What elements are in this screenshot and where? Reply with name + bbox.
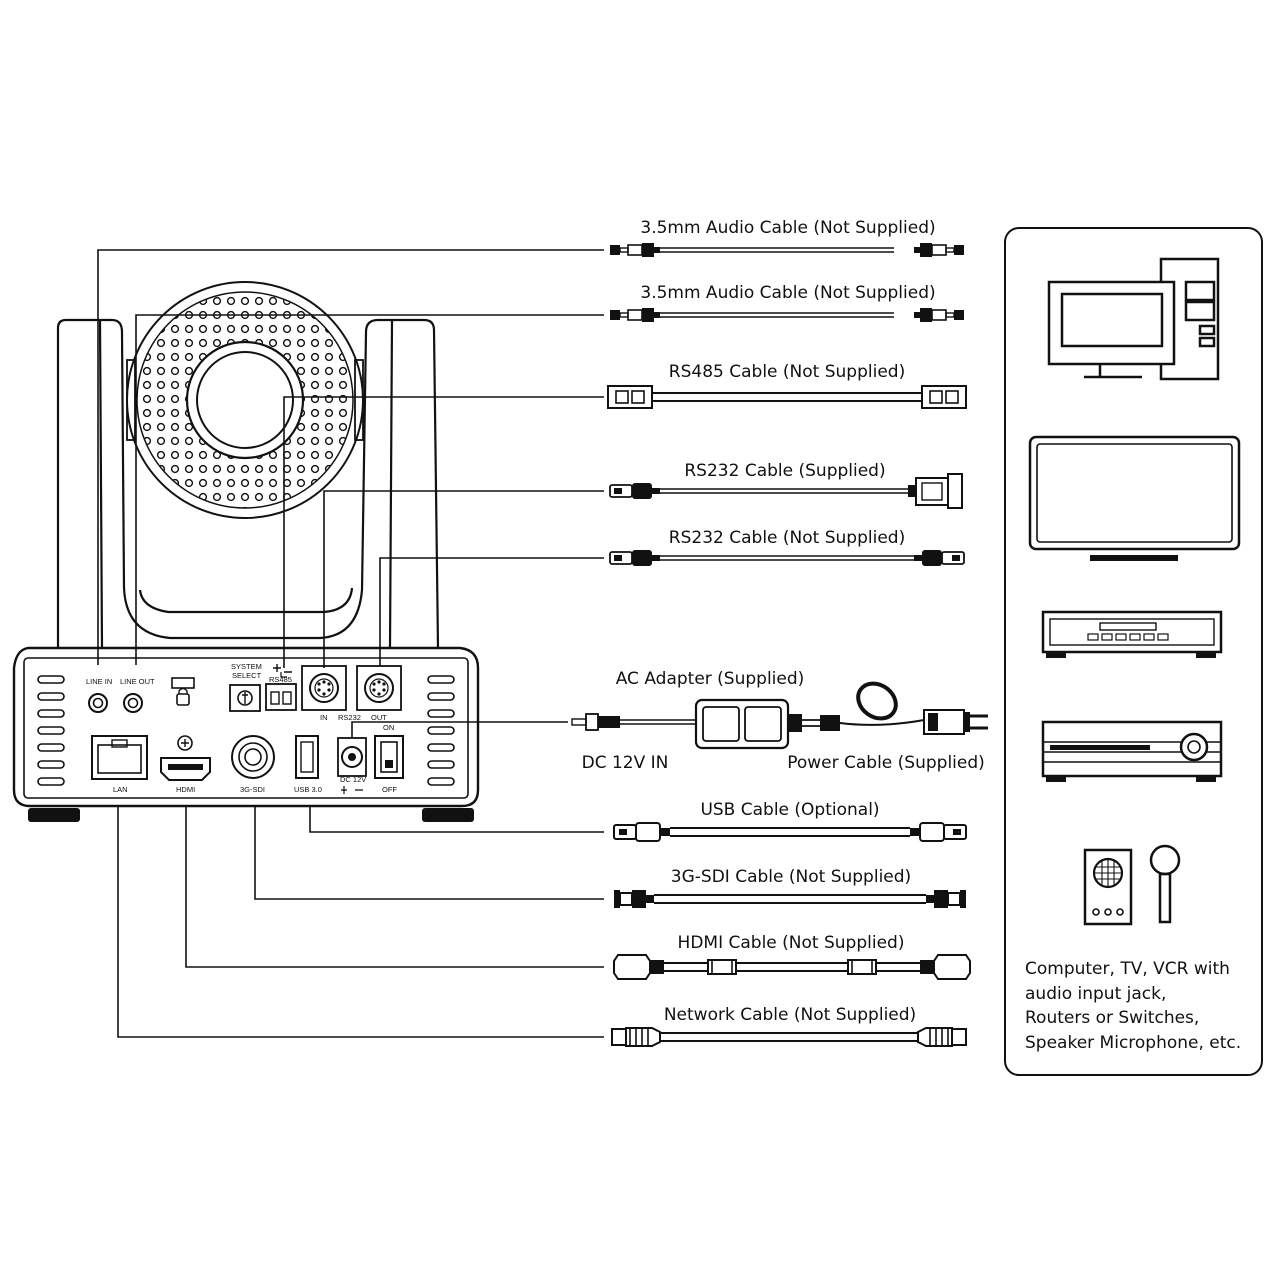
- cable-label-power-cable: Power Cable (Supplied): [787, 753, 985, 773]
- rs232-label: RS232: [338, 713, 361, 722]
- computer-icon: [1047, 257, 1220, 381]
- leader-audio-in: [97, 249, 604, 665]
- cable-rs485: [607, 385, 967, 409]
- tv-icon: [1028, 435, 1241, 561]
- camera-base: [12, 646, 480, 822]
- system-select-label-2: SELECT: [232, 671, 262, 680]
- leader-lan: [117, 806, 604, 1038]
- line-in-port: [88, 693, 108, 713]
- dc-label: DC 12V: [340, 775, 366, 784]
- cable-sdi: [613, 889, 967, 909]
- cable-label-hdmi: HDMI Cable (Not Supplied): [678, 933, 905, 953]
- cable-label-sdi: 3G-SDI Cable (Not Supplied): [671, 867, 911, 887]
- lan-label: LAN: [113, 785, 128, 794]
- leader-dc: [351, 721, 568, 737]
- sdi-label: 3G-SDI: [240, 785, 265, 794]
- rs232-out-label: OUT: [371, 713, 387, 722]
- rs232-out-port: [356, 665, 402, 711]
- cable-label-dc-in: DC 12V IN: [582, 753, 669, 773]
- cable-ac-adapter: [571, 681, 988, 750]
- sdi-port: [231, 735, 275, 779]
- rs485-port: [265, 664, 297, 711]
- cable-label-usb: USB Cable (Optional): [700, 800, 879, 820]
- line-out-port: [123, 693, 143, 713]
- cable-rs232-supplied: [609, 473, 963, 509]
- cable-label-network: Network Cable (Not Supplied): [664, 1005, 916, 1025]
- devices-note-line: Computer, TV, VCR with: [1025, 959, 1230, 979]
- cable-audio-out: [609, 307, 965, 323]
- devices-note: Computer, TV, VCR with audio input jack,…: [1025, 957, 1265, 1055]
- camera-head: [126, 281, 364, 519]
- devices-note-line: Routers or Switches,: [1025, 1008, 1200, 1028]
- leader-hdmi: [185, 806, 604, 968]
- speaker-icon: [1083, 848, 1133, 926]
- system-select-dial: [229, 684, 261, 712]
- ptz-camera: LINE IN LINE OUT SYSTEM SELECT RS485 IN …: [12, 281, 480, 822]
- lock-icon: [171, 677, 195, 706]
- hdmi-label: HDMI: [176, 785, 195, 794]
- switch-off-label: OFF: [382, 785, 397, 794]
- devices-note-line: Speaker Microphone, etc.: [1025, 1032, 1242, 1053]
- cable-audio-in: [609, 242, 965, 258]
- cable-label-audio-in: 3.5mm Audio Cable (Not Supplied): [640, 218, 935, 238]
- devices-note-line: audio input jack,: [1025, 983, 1167, 1004]
- leader-lines: [97, 249, 604, 1038]
- leader-sdi: [254, 806, 604, 900]
- line-in-label: LINE IN: [86, 677, 112, 686]
- hdmi-port: [160, 735, 211, 781]
- leader-usb: [309, 806, 604, 833]
- rs232-in-label: IN: [320, 713, 328, 722]
- cable-label-rs232-supplied: RS232 Cable (Supplied): [684, 461, 885, 481]
- dc-port: [337, 737, 367, 794]
- cable-rs232-not-supplied: [609, 549, 965, 567]
- microphone-icon: [1149, 844, 1181, 924]
- usb-label: USB 3.0: [294, 785, 322, 794]
- leader-rs232-out: [379, 557, 604, 666]
- av-receiver-icon: [1041, 720, 1223, 782]
- system-select-label-1: SYSTEM: [231, 662, 262, 671]
- cable-usb: [613, 822, 967, 842]
- usb-port: [295, 735, 319, 779]
- line-out-label: LINE OUT: [120, 677, 155, 686]
- switch-on-label: ON: [383, 723, 394, 732]
- camera-yoke: [56, 318, 440, 649]
- leader-rs232-in: [323, 490, 604, 668]
- rs485-label: RS485: [269, 675, 292, 684]
- power-switch: [374, 735, 404, 779]
- cable-label-rs485: RS485 Cable (Not Supplied): [669, 362, 905, 382]
- vcr-icon: [1041, 610, 1223, 658]
- cable-hdmi: [613, 954, 971, 980]
- cable-network: [611, 1027, 967, 1047]
- devices-panel: [1004, 227, 1263, 1076]
- leader-audio-out: [135, 314, 604, 665]
- cable-label-audio-out: 3.5mm Audio Cable (Not Supplied): [640, 283, 935, 303]
- lan-port: [91, 735, 148, 780]
- cable-label-rs232-not-supplied: RS232 Cable (Not Supplied): [669, 528, 905, 548]
- cable-label-ac-adapter: AC Adapter (Supplied): [616, 669, 805, 689]
- leader-rs485: [283, 396, 604, 668]
